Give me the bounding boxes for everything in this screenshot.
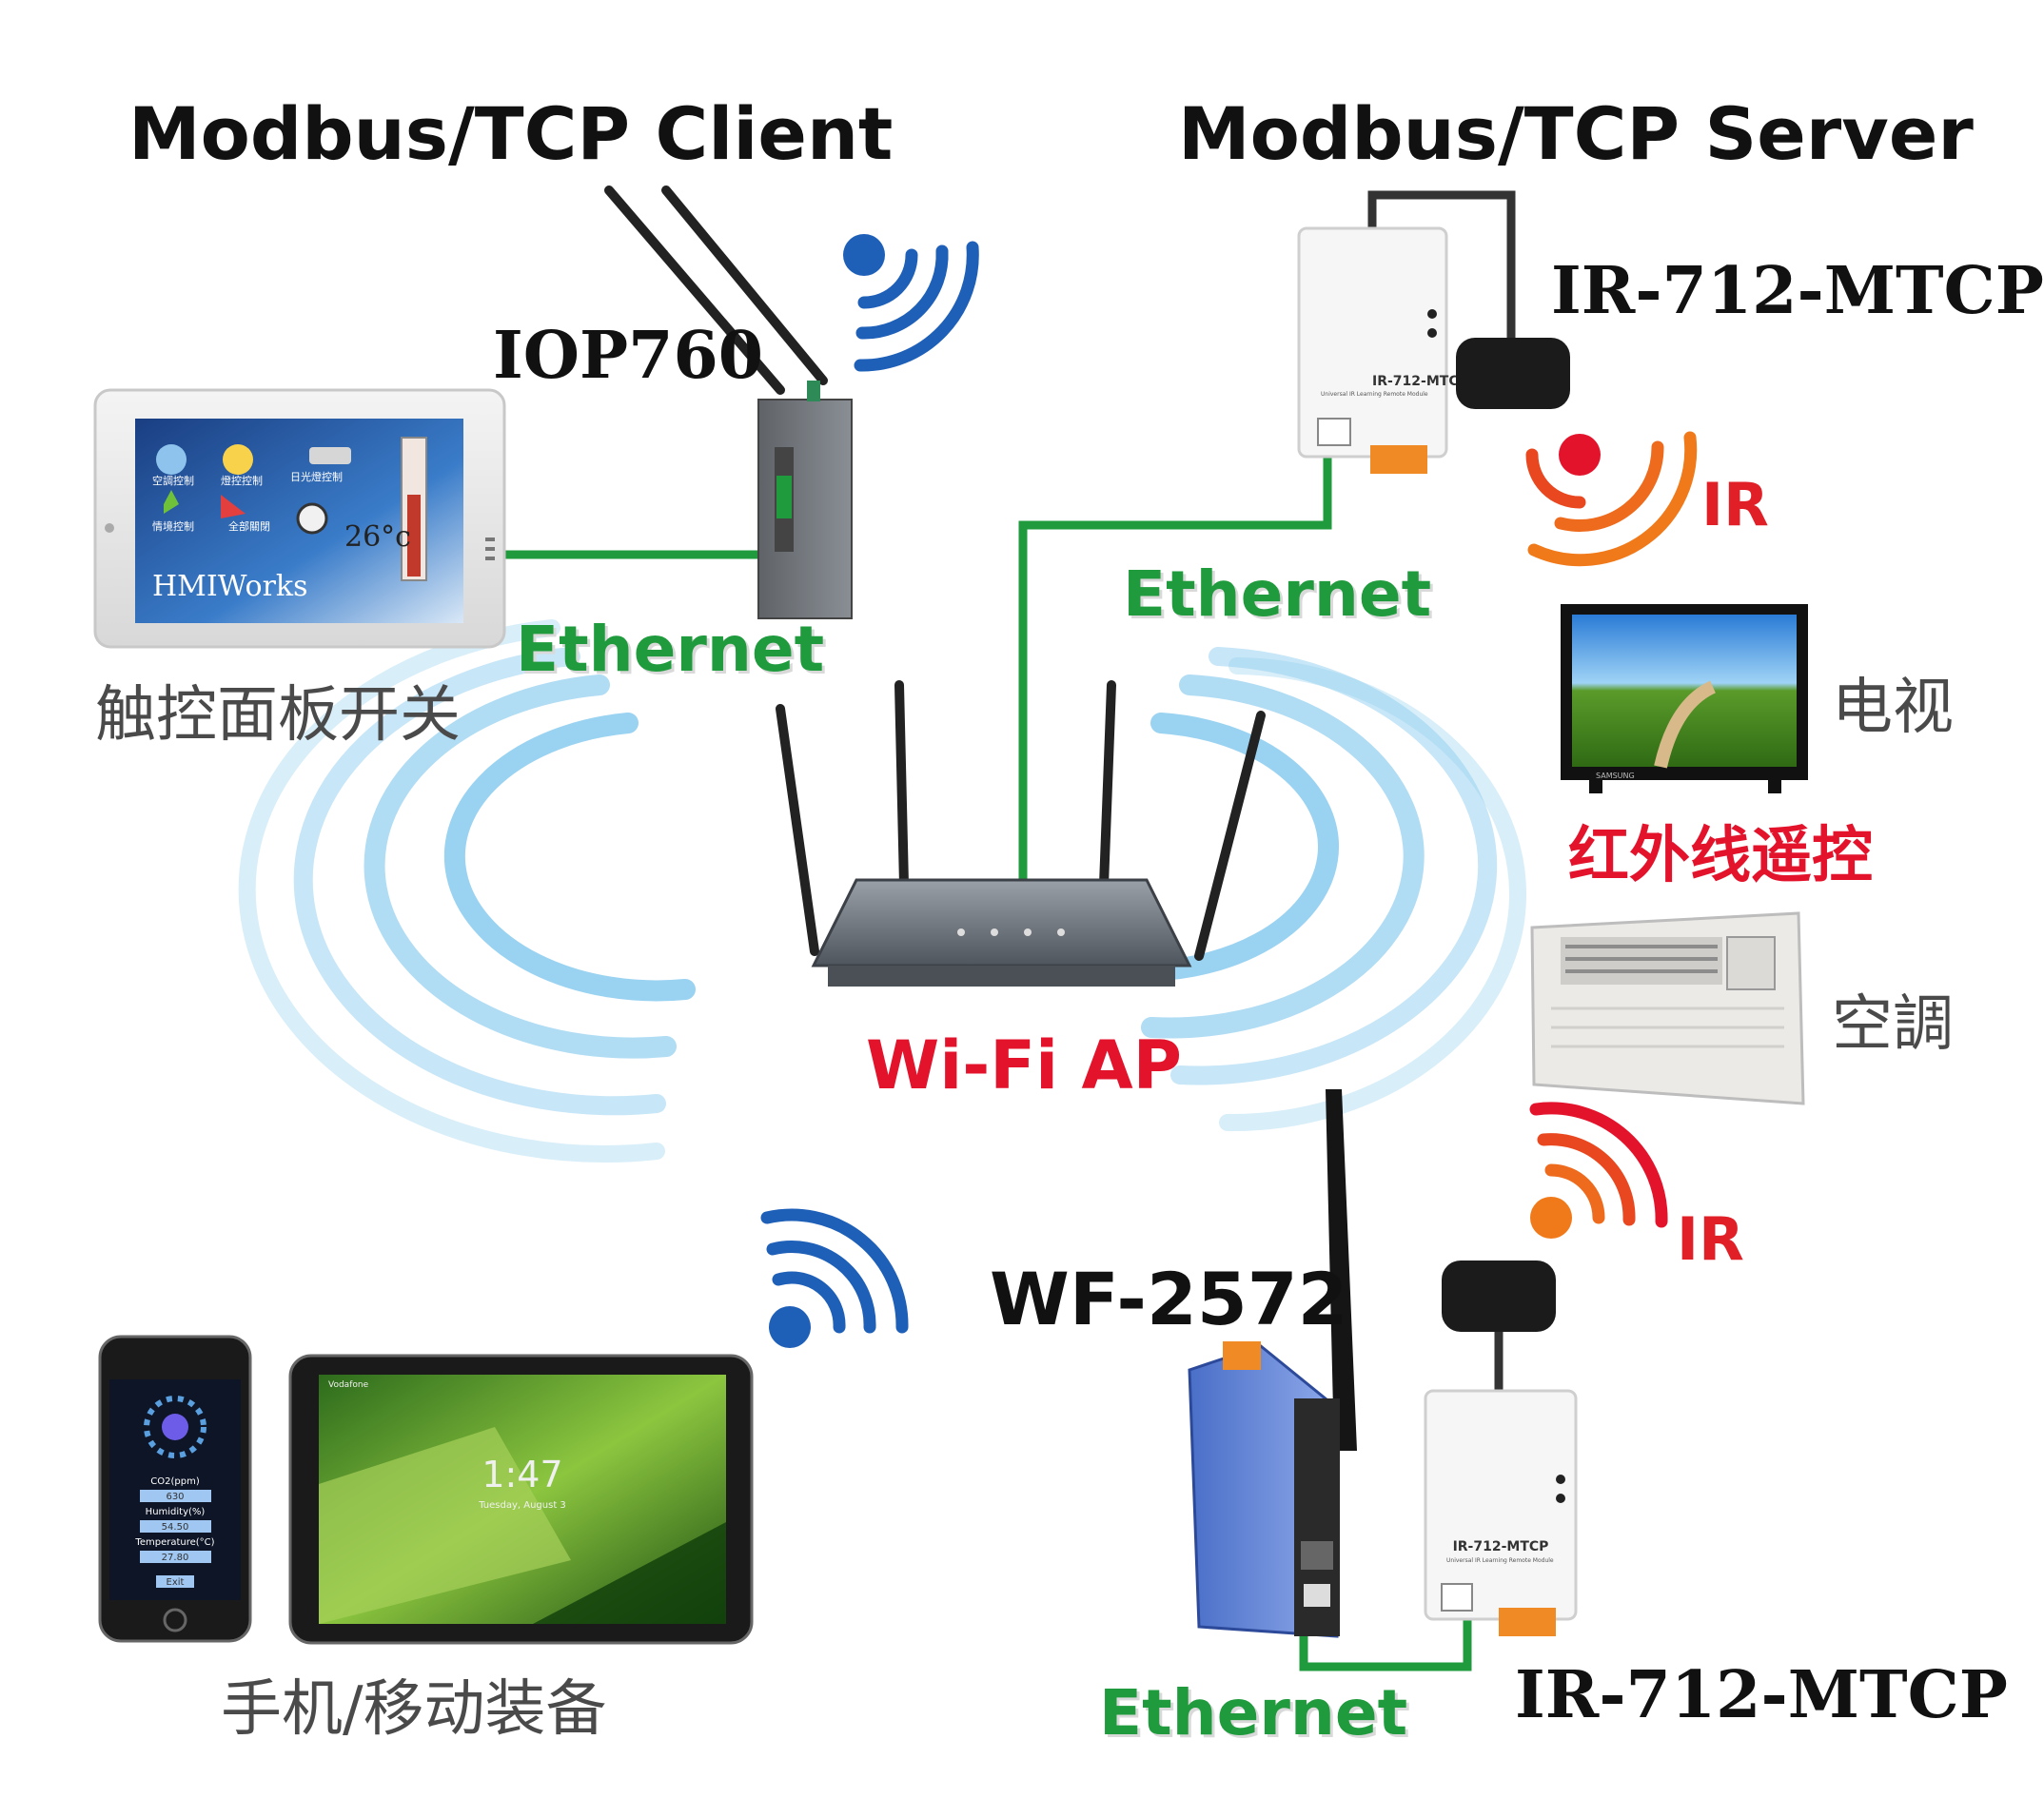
iop760-device <box>604 186 853 619</box>
phone-row-2-value: 54.50 <box>162 1522 189 1533</box>
hmi-item-2: 燈控控制 <box>221 475 263 487</box>
tv-brand: SAMSUNG <box>1596 772 1635 780</box>
ir712-top-label: IR-712-MTCP <box>1551 253 2044 329</box>
tablet-device: 1:47 Tuesday, August 3 Vodafone <box>288 1354 754 1645</box>
ir-label-top: IR <box>1701 470 1769 539</box>
hmi-item-3: 日光燈控制 <box>290 471 343 483</box>
phone-row-3-value: 27.80 <box>162 1553 189 1563</box>
module-subtitle-bottom: Universal IR Learning Remote Module <box>1446 1557 1554 1564</box>
ap-signal-waves <box>238 619 1526 1163</box>
phone-row-2-label: Humidity(%) <box>146 1507 206 1517</box>
ethernet-label-server: Ethernet <box>1123 557 1432 631</box>
wifi-icon-mobile <box>760 1208 909 1348</box>
phone-device: CO2(ppm) 630 Humidity(%) 54.50 Temperatu… <box>98 1335 252 1643</box>
ethernet-label-client: Ethernet <box>516 613 825 686</box>
mobile-label: 手机/移动装备 <box>221 1674 607 1745</box>
hmi-brand: HMIWorks <box>152 570 308 603</box>
tablet-date: Tuesday, August 3 <box>478 1500 566 1511</box>
ir-label-bottom: IR <box>1677 1204 1744 1274</box>
phone-row-3-label: Temperature(°C) <box>134 1537 214 1548</box>
hmi-item-1: 空調控制 <box>152 475 194 487</box>
tablet-carrier: Vodafone <box>328 1380 369 1390</box>
ir712-bottom-label: IR-712-MTCP <box>1515 1657 2008 1733</box>
ir712-module-top: IR-712-MTCP <box>1297 226 1468 474</box>
tablet-time: 1:47 <box>482 1454 562 1495</box>
aircon-label: 空調 <box>1832 989 1954 1060</box>
phone-exit-button: Exit <box>167 1577 185 1588</box>
tv-label: 电视 <box>1832 673 1954 743</box>
module-label-top: IR-712-MTCP <box>1372 374 1468 389</box>
ir-sensor-top <box>1456 338 1570 409</box>
ethernet-label-wf: Ethernet <box>1099 1676 1408 1749</box>
wf2572-label: WF-2572 <box>990 1257 1348 1341</box>
module-label-bottom: IR-712-MTCP <box>1453 1539 1549 1554</box>
hmi-item-5: 全部關閉 <box>228 520 270 533</box>
module-subtitle-top: Universal IR Learning Remote Module <box>1321 391 1428 398</box>
touch-panel-label: 触控面板开关 <box>95 680 461 751</box>
client-title: Modbus/TCP Client <box>128 91 894 176</box>
wf2572-device <box>1188 1089 1357 1638</box>
server-title: Modbus/TCP Server <box>1178 91 1974 176</box>
ir-remote-label: 红外线遥控 <box>1568 821 1873 891</box>
hmi-item-4: 情境控制 <box>152 520 194 533</box>
ir-icon-bottom <box>1529 1102 1668 1239</box>
phone-row-1-label: CO2(ppm) <box>150 1476 200 1487</box>
ir-sensor-bottom <box>1442 1261 1556 1332</box>
wifi-icon-top <box>843 234 979 372</box>
iop760-label: IOP760 <box>493 318 764 394</box>
sensor-cables <box>1367 190 1516 1398</box>
hmi-temperature: 26°c <box>344 520 411 554</box>
touch-panel-device <box>93 388 506 649</box>
wifi-router-device <box>776 680 1266 987</box>
ir-icon-top <box>1525 431 1698 567</box>
tv-device <box>1561 604 1808 793</box>
wifi-ap-label: Wi-Fi AP <box>866 1026 1182 1104</box>
ir712-module-bottom: IR-712-MTCP <box>1424 1389 1578 1636</box>
phone-row-1-value: 630 <box>166 1492 184 1502</box>
aircon-device <box>1530 911 1805 1105</box>
